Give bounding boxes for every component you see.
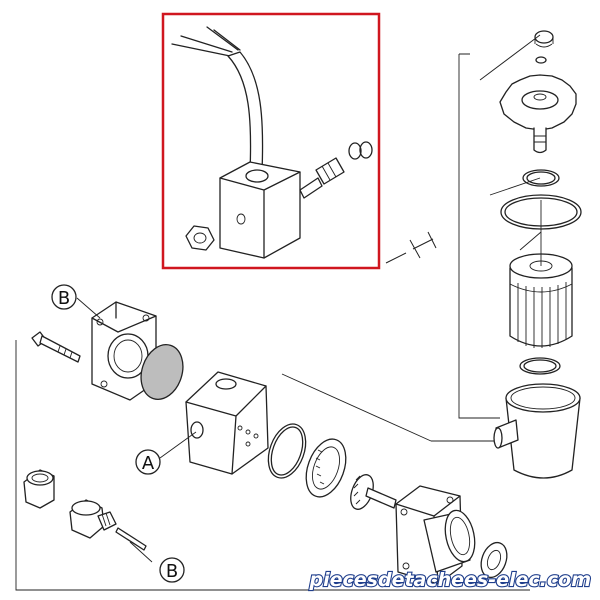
filter-bowl	[505, 397, 581, 479]
watermark-text: piecesdetachees-elec.com	[309, 569, 591, 591]
cable-wire	[213, 29, 241, 51]
cable-sheath	[227, 51, 264, 173]
o-ring	[522, 169, 560, 187]
callout-b-bottom-label: B	[166, 561, 178, 582]
o-ring	[526, 171, 556, 185]
cable-wire	[171, 43, 231, 57]
diaphragm-disc	[140, 344, 184, 400]
o-ring	[523, 359, 557, 373]
small-o-ring	[535, 56, 547, 64]
assembly-bracket	[458, 53, 500, 419]
assembly-bracket	[281, 373, 432, 442]
drive-shaft	[365, 487, 397, 509]
pump-body-block	[185, 371, 269, 475]
housing-o-ring	[270, 426, 304, 476]
connection-leaders	[385, 231, 437, 264]
callout-a-label: A	[142, 453, 155, 474]
hex-nut	[185, 225, 215, 251]
o-ring-small	[348, 142, 362, 160]
valve-stem	[299, 177, 323, 199]
callout-b-top: B	[51, 284, 77, 310]
gear-ring	[305, 438, 347, 498]
filter-assembly[interactable]	[431, 30, 582, 479]
pump-housing-assembly[interactable]	[15, 297, 530, 591]
callout-b-top-label: B	[58, 288, 70, 309]
solenoid-coil-block	[219, 161, 301, 259]
o-ring	[519, 357, 561, 375]
callout-b-bottom: B	[159, 557, 185, 583]
cable-wire	[180, 35, 233, 53]
small-pin	[115, 527, 147, 551]
solenoid-inset[interactable]	[161, 12, 381, 270]
assembly-bracket	[15, 340, 530, 591]
shaft-seal	[480, 541, 508, 579]
cable-wire	[206, 26, 239, 51]
highlight-frame	[161, 12, 381, 270]
o-ring-small	[359, 141, 373, 159]
filter-element	[509, 267, 573, 347]
callout-a: A	[135, 449, 161, 475]
housing-o-ring	[267, 423, 307, 479]
